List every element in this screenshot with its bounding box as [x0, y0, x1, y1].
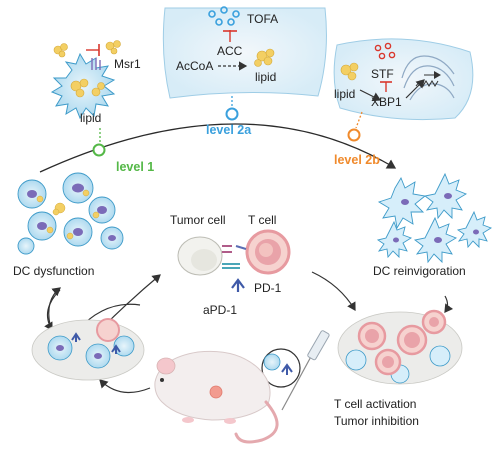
acc-label: ACC — [217, 44, 243, 58]
syringe-icon — [281, 330, 330, 411]
level2b-node — [347, 128, 361, 142]
apd1-label: aPD-1 — [203, 303, 237, 317]
lipid-droplet-icon-right — [340, 62, 359, 81]
lipid-top-label: lipid — [255, 70, 276, 84]
level2b-label: level 2b — [334, 153, 380, 167]
lipid-laden-dc-cell: lipid Msr1 — [50, 40, 141, 125]
pd1-pdl1-interaction-icon — [222, 245, 247, 269]
tumor-cell — [177, 236, 223, 276]
level1-label: level 1 — [116, 160, 154, 174]
reinvigorated-dc-cluster — [376, 172, 493, 264]
lipid-droplet-icon — [254, 48, 275, 67]
extracellular-lipid-icon — [53, 40, 121, 58]
pd1-label: PD-1 — [254, 281, 282, 295]
level2b-panel: STF XBP1 lipid — [333, 38, 474, 121]
msr1-label: Msr1 — [114, 57, 141, 71]
level2a-panel: TOFA ACC AcCoA lipid — [162, 6, 327, 99]
t-cell-activation-label: T cell activation — [334, 397, 416, 411]
level2a-node — [225, 107, 239, 121]
lipid-right-label: lipid — [334, 87, 355, 101]
tumor-inhibition-label: Tumor inhibition — [334, 414, 419, 428]
msr1-receptor-icon — [91, 58, 101, 70]
arrow-reinvigoration-down — [444, 295, 454, 313]
mouse-tail — [234, 400, 279, 444]
tofa-label: TOFA — [247, 12, 278, 26]
t-cell — [245, 229, 291, 275]
tumor-cell-label: Tumor cell — [170, 213, 226, 227]
dc-dysfunction-label: DC dysfunction — [13, 264, 94, 278]
lipid-left-label: lipid — [80, 111, 101, 125]
anti-pd1-antibody-icon — [231, 278, 245, 292]
activated-tumor-cluster — [337, 309, 463, 385]
untreated-tumor-cluster — [31, 318, 145, 381]
arrow-mouse-to-tumor — [99, 379, 151, 394]
dysfunctional-dc-cluster — [17, 172, 124, 255]
arrow-back-up — [48, 287, 61, 326]
level2a-label: level 2a — [206, 123, 252, 137]
stf-label: STF — [371, 67, 394, 81]
tumor-nodule-icon — [209, 385, 223, 399]
arrow-center-to-activation — [311, 271, 356, 312]
t-cell-label: T cell — [248, 213, 276, 227]
level1-node — [92, 143, 106, 157]
injection-inset — [261, 348, 301, 388]
xbp1-label: XBP1 — [371, 95, 402, 109]
dc-reinvigoration-label: DC reinvigoration — [373, 264, 466, 278]
acoa-label: AcCoA — [176, 59, 213, 73]
mouse-icon — [154, 350, 279, 444]
